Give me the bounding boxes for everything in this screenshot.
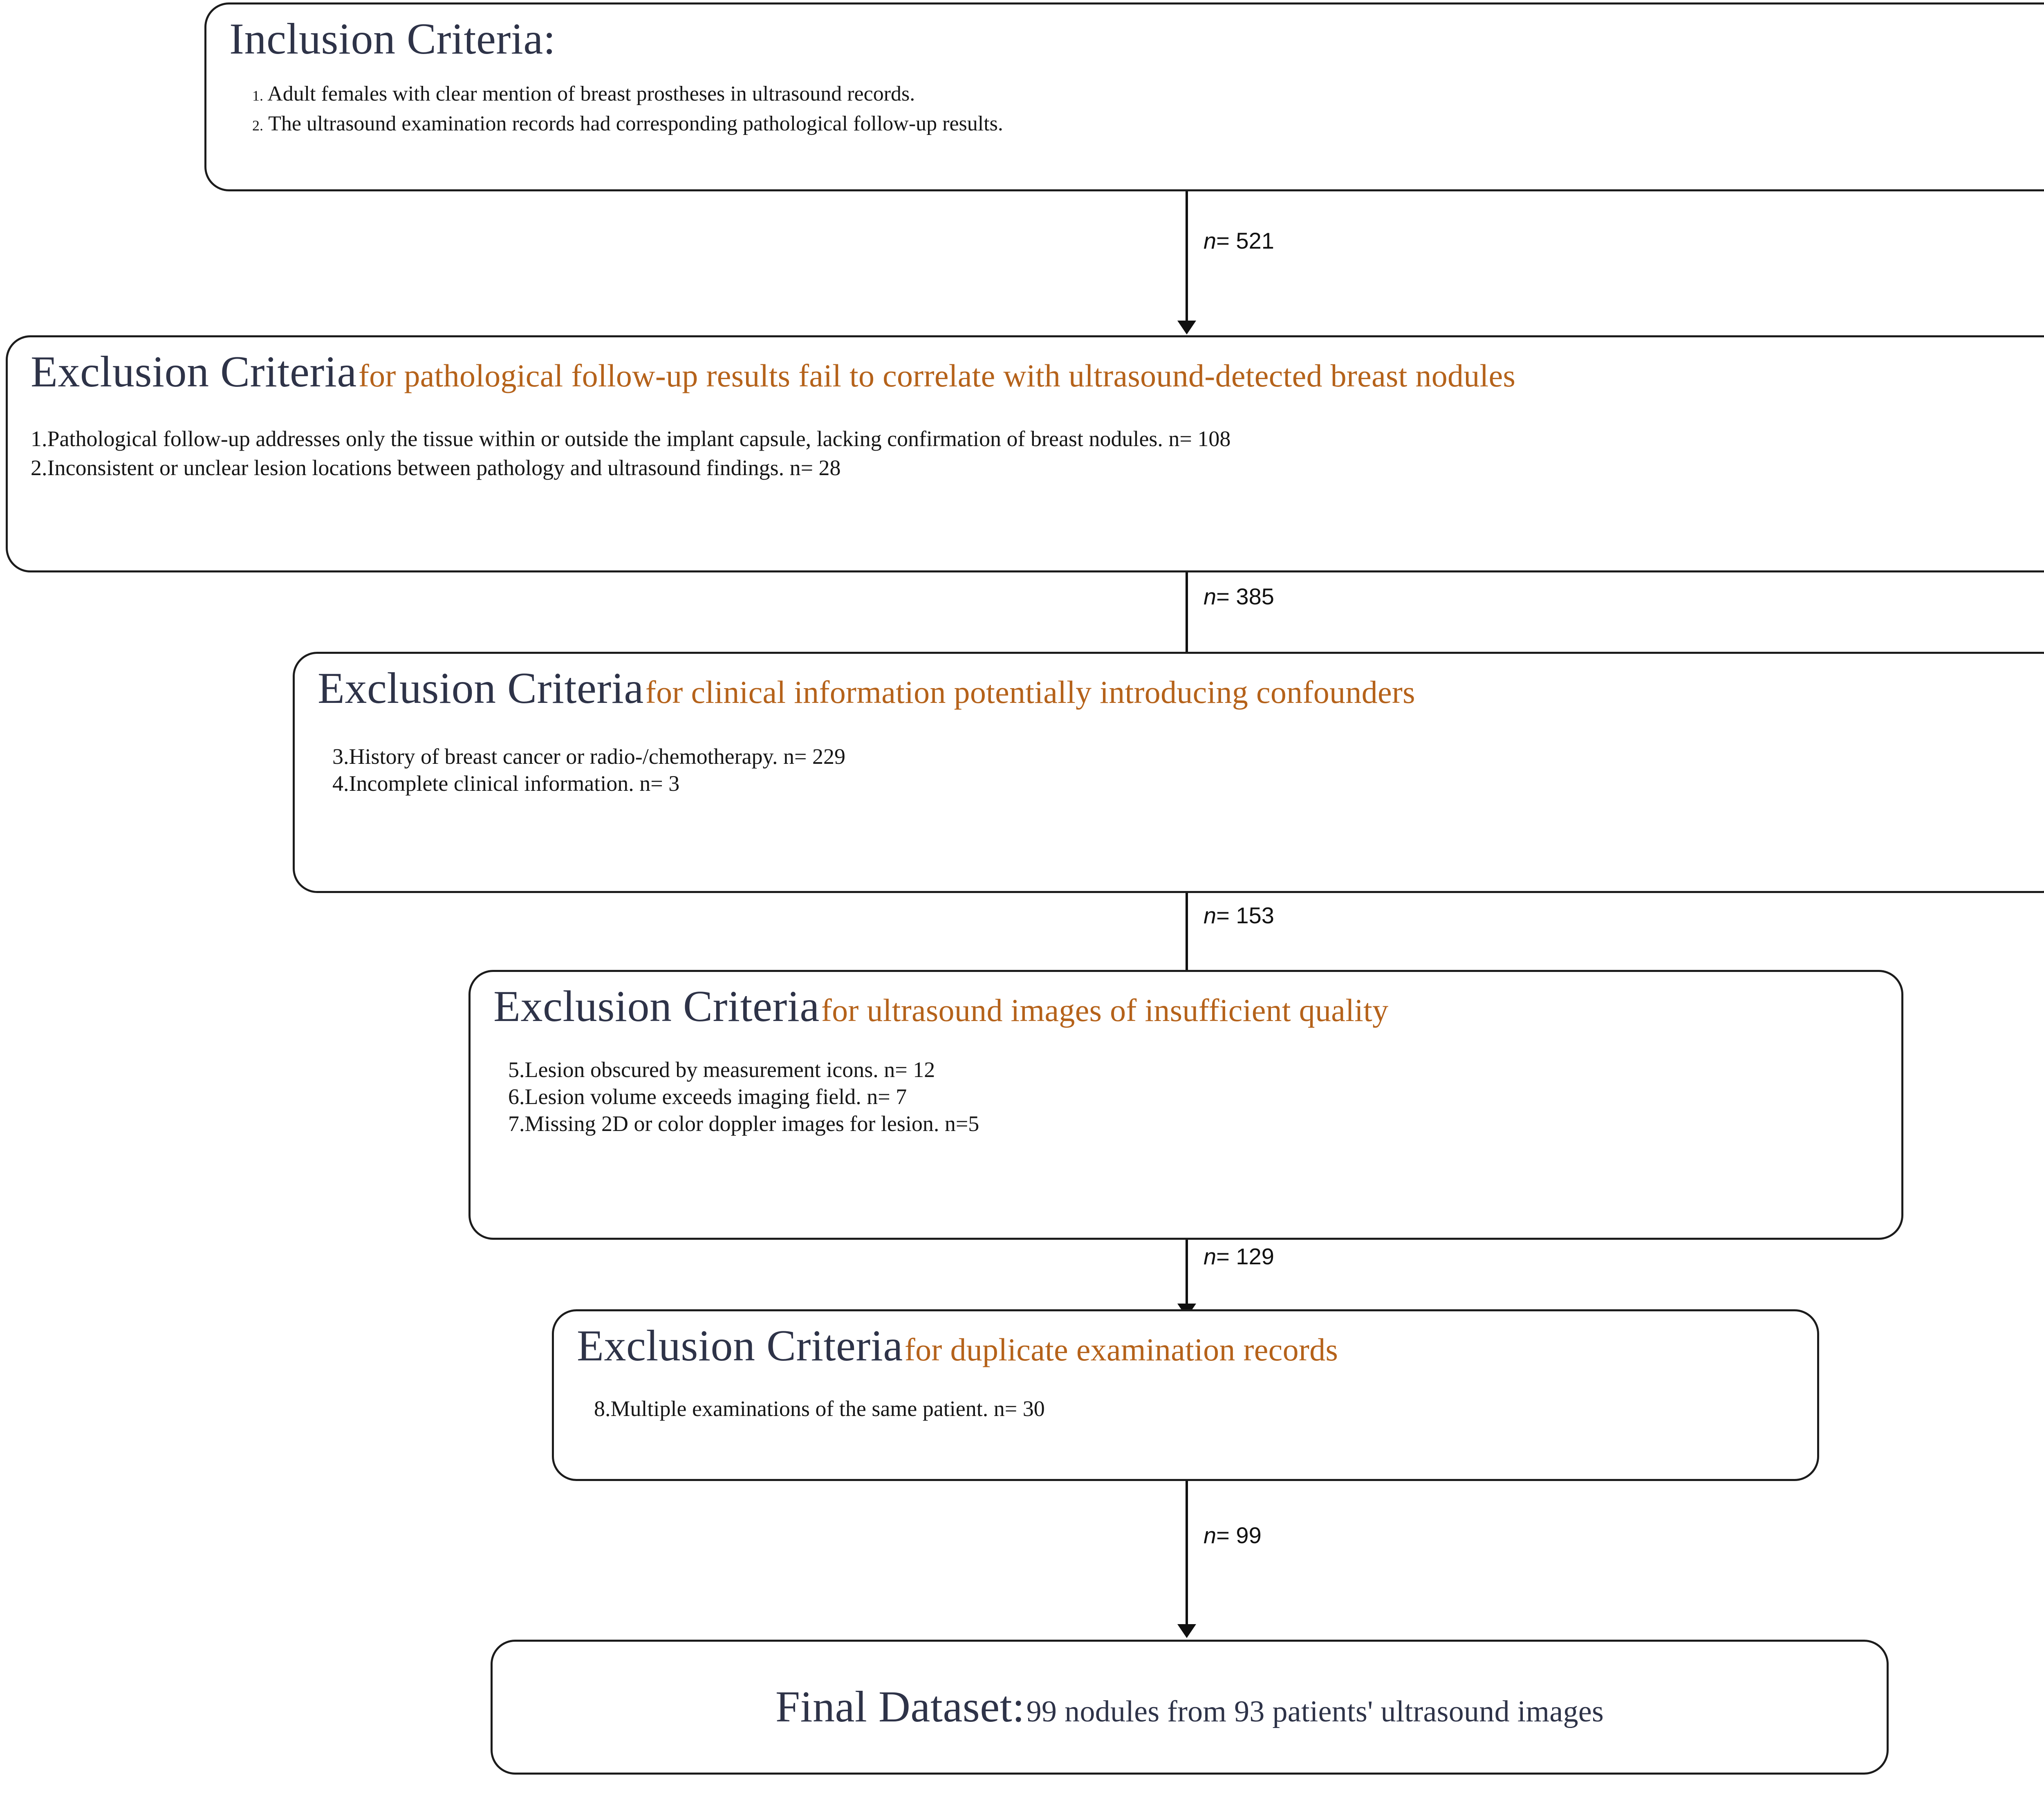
inclusion-item-list: 1. Adult females with clear mention of b… <box>229 79 2044 139</box>
list-item: 2.Inconsistent or unclear lesion locatio… <box>31 455 841 480</box>
connector-n-value: = 521 <box>1216 228 1274 254</box>
connector-label: n= 99 <box>1204 1522 1262 1548</box>
inclusion-heading: Inclusion Criteria: <box>229 16 2044 62</box>
connector-n-symbol: n <box>1204 1522 1217 1548</box>
connector-n-symbol: n <box>1204 583 1217 609</box>
connector-label: n= 129 <box>1204 1243 1274 1270</box>
list-item: 1.Pathological follow-up addresses only … <box>31 426 1231 451</box>
list-item: 2. The ultrasound examination records ha… <box>252 109 2044 139</box>
connector-n-value: = 385 <box>1216 583 1274 609</box>
connector-n-symbol: n <box>1204 902 1217 928</box>
connector-stem <box>1186 893 1188 972</box>
connector-stem <box>1186 191 1188 321</box>
exclusion-4-heading-sub: for duplicate examination records <box>904 1332 1338 1367</box>
connector-inclusion-to-exclusion-1: n= 521 <box>1177 191 1274 334</box>
exclusion-1-heading: Exclusion Criteria for pathological foll… <box>31 349 2044 395</box>
list-item: 1. Adult females with clear mention of b… <box>252 79 2044 109</box>
node-exclusion-criteria-3: Exclusion Criteria for ultrasound images… <box>468 970 1903 1240</box>
connector-exclusion-4-to-final: n= 99 <box>1177 1481 1262 1638</box>
inclusion-item-1-number: 1. <box>252 88 263 104</box>
connector-exclusion-1-to-exclusion-2: n= 385 <box>1177 572 1274 666</box>
list-item: 6.Lesion volume exceeds imaging field. n… <box>508 1084 907 1109</box>
exclusion-4-item-list: 8.Multiple examinations of the same pati… <box>577 1394 1794 1423</box>
connector-stem <box>1186 572 1188 653</box>
exclusion-2-heading: Exclusion Criteria for clinical informat… <box>318 665 2042 711</box>
connector-n-value: = 99 <box>1216 1522 1262 1548</box>
final-dataset-heading-main: Final Dataset: <box>775 1683 1025 1732</box>
exclusion-1-heading-main: Exclusion Criteria <box>31 348 357 396</box>
node-final-dataset: Final Dataset: 99 nodules from 93 patien… <box>491 1640 1889 1775</box>
list-item: 3.History of breast cancer or radio-/che… <box>332 744 845 769</box>
list-item: 8.Multiple examinations of the same pati… <box>594 1396 1045 1421</box>
inclusion-heading-main: Inclusion Criteria: <box>229 15 556 63</box>
arrowhead-icon <box>1177 1624 1196 1638</box>
final-dataset-heading-detail: 99 nodules from 93 patients' ultrasound … <box>1026 1695 1604 1729</box>
connector-n-value: = 129 <box>1216 1243 1274 1269</box>
exclusion-4-heading-main: Exclusion Criteria <box>577 1322 903 1370</box>
inclusion-item-2-text: The ultrasound examination records had c… <box>268 112 1003 136</box>
node-exclusion-criteria-1: Exclusion Criteria for pathological foll… <box>6 335 2044 572</box>
exclusion-2-heading-sub: for clinical information potentially int… <box>645 674 1415 710</box>
node-exclusion-criteria-4: Exclusion Criteria for duplicate examina… <box>552 1309 1819 1481</box>
connector-label: n= 521 <box>1204 227 1274 254</box>
inclusion-item-1-text: Adult females with clear mention of brea… <box>267 82 915 106</box>
exclusion-1-heading-sub: for pathological follow-up results fail … <box>358 358 1516 393</box>
connector-label: n= 385 <box>1204 583 1274 610</box>
list-item: 5.Lesion obscured by measurement icons. … <box>508 1057 935 1082</box>
connector-stem <box>1186 1240 1188 1304</box>
exclusion-3-heading-sub: for ultrasound images of insufficient qu… <box>821 992 1389 1028</box>
connector-n-symbol: n <box>1204 228 1217 254</box>
connector-label: n= 153 <box>1204 902 1274 929</box>
connector-stem <box>1186 1481 1188 1624</box>
exclusion-3-heading-main: Exclusion Criteria <box>493 982 820 1031</box>
final-dataset-heading: Final Dataset: 99 nodules from 93 patien… <box>515 1684 1864 1730</box>
list-item: 7.Missing 2D or color doppler images for… <box>508 1111 979 1136</box>
exclusion-2-heading-main: Exclusion Criteria <box>318 664 644 713</box>
node-exclusion-criteria-2: Exclusion Criteria for clinical informat… <box>293 652 2044 893</box>
exclusion-1-item-list: 1.Pathological follow-up addresses only … <box>31 424 2044 482</box>
inclusion-item-2-number: 2. <box>252 117 263 134</box>
connector-n-value: = 153 <box>1216 902 1274 928</box>
exclusion-3-item-list: 5.Lesion obscured by measurement icons. … <box>493 1057 1878 1138</box>
connector-n-symbol: n <box>1204 1243 1217 1269</box>
list-item: 4.Incomplete clinical information. n= 3 <box>332 771 680 796</box>
connector-exclusion-3-to-exclusion-4: n= 129 <box>1177 1240 1274 1317</box>
exclusion-2-item-list: 3.History of breast cancer or radio-/che… <box>318 743 2042 797</box>
exclusion-3-heading: Exclusion Criteria for ultrasound images… <box>493 983 1878 1030</box>
exclusion-4-heading: Exclusion Criteria for duplicate examina… <box>577 1323 1794 1369</box>
node-inclusion-criteria: Inclusion Criteria: 1. Adult females wit… <box>204 2 2044 191</box>
arrowhead-icon <box>1177 321 1196 334</box>
